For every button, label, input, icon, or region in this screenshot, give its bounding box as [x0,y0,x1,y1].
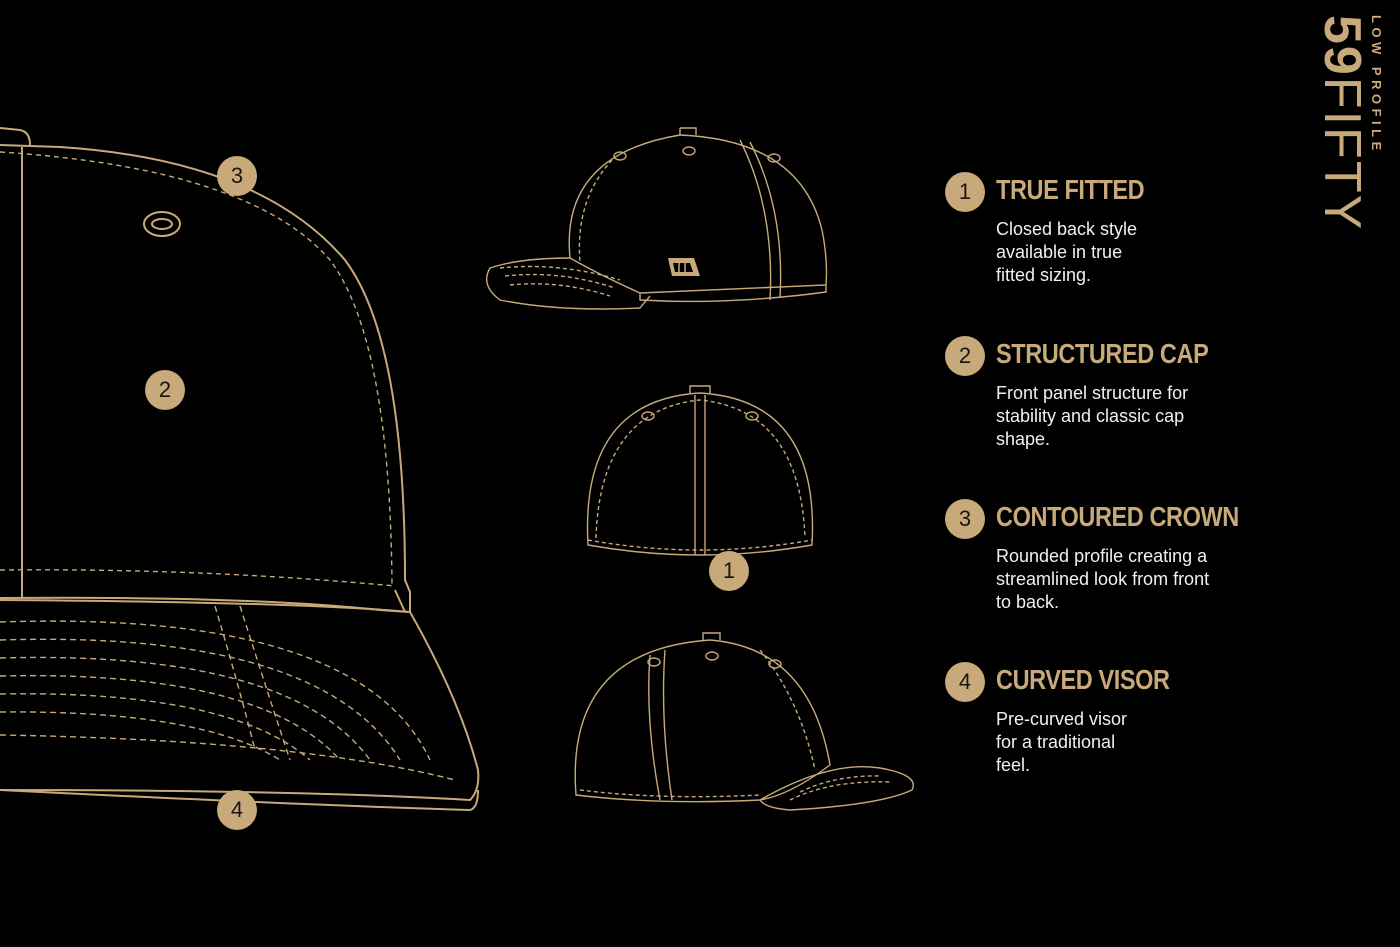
feature-number: 1 [945,172,985,212]
feature-title: CONTOURED CROWN [996,501,1239,532]
brand-number: 59 [1313,15,1371,77]
brand-logo: 59FIFTY LOW PROFILE [1300,15,1390,255]
feature-description: Rounded profile creating a streamlined l… [996,546,1210,612]
brand-word: FIFTY [1313,76,1371,232]
feature-description: Pre-curved visor for a traditional feel. [996,709,1128,775]
large-cap-drawing [0,127,480,812]
callout-crown: 3 [217,156,257,196]
side-view-cap [486,127,828,310]
feature-number: 3 [945,499,985,539]
feature-number: 2 [945,336,985,376]
brand-tagline: LOW PROFILE [1369,15,1384,155]
new-era-flag-icon [668,258,700,276]
feature-title: STRUCTURED CAP [996,338,1209,369]
callout-back: 1 [709,551,749,591]
feature-title: CURVED VISOR [996,664,1170,695]
feature-title: TRUE FITTED [996,174,1145,205]
feature-number: 4 [945,662,985,702]
feature-description: Closed back style available in true fitt… [996,219,1138,285]
feature-description: Front panel structure for stability and … [996,383,1189,449]
brand-name: 59FIFTY [1313,15,1371,232]
callout-visor: 4 [217,790,257,830]
angled-view-cap [574,632,914,811]
callout-front-panel: 2 [145,370,185,410]
back-view-cap [586,385,814,556]
